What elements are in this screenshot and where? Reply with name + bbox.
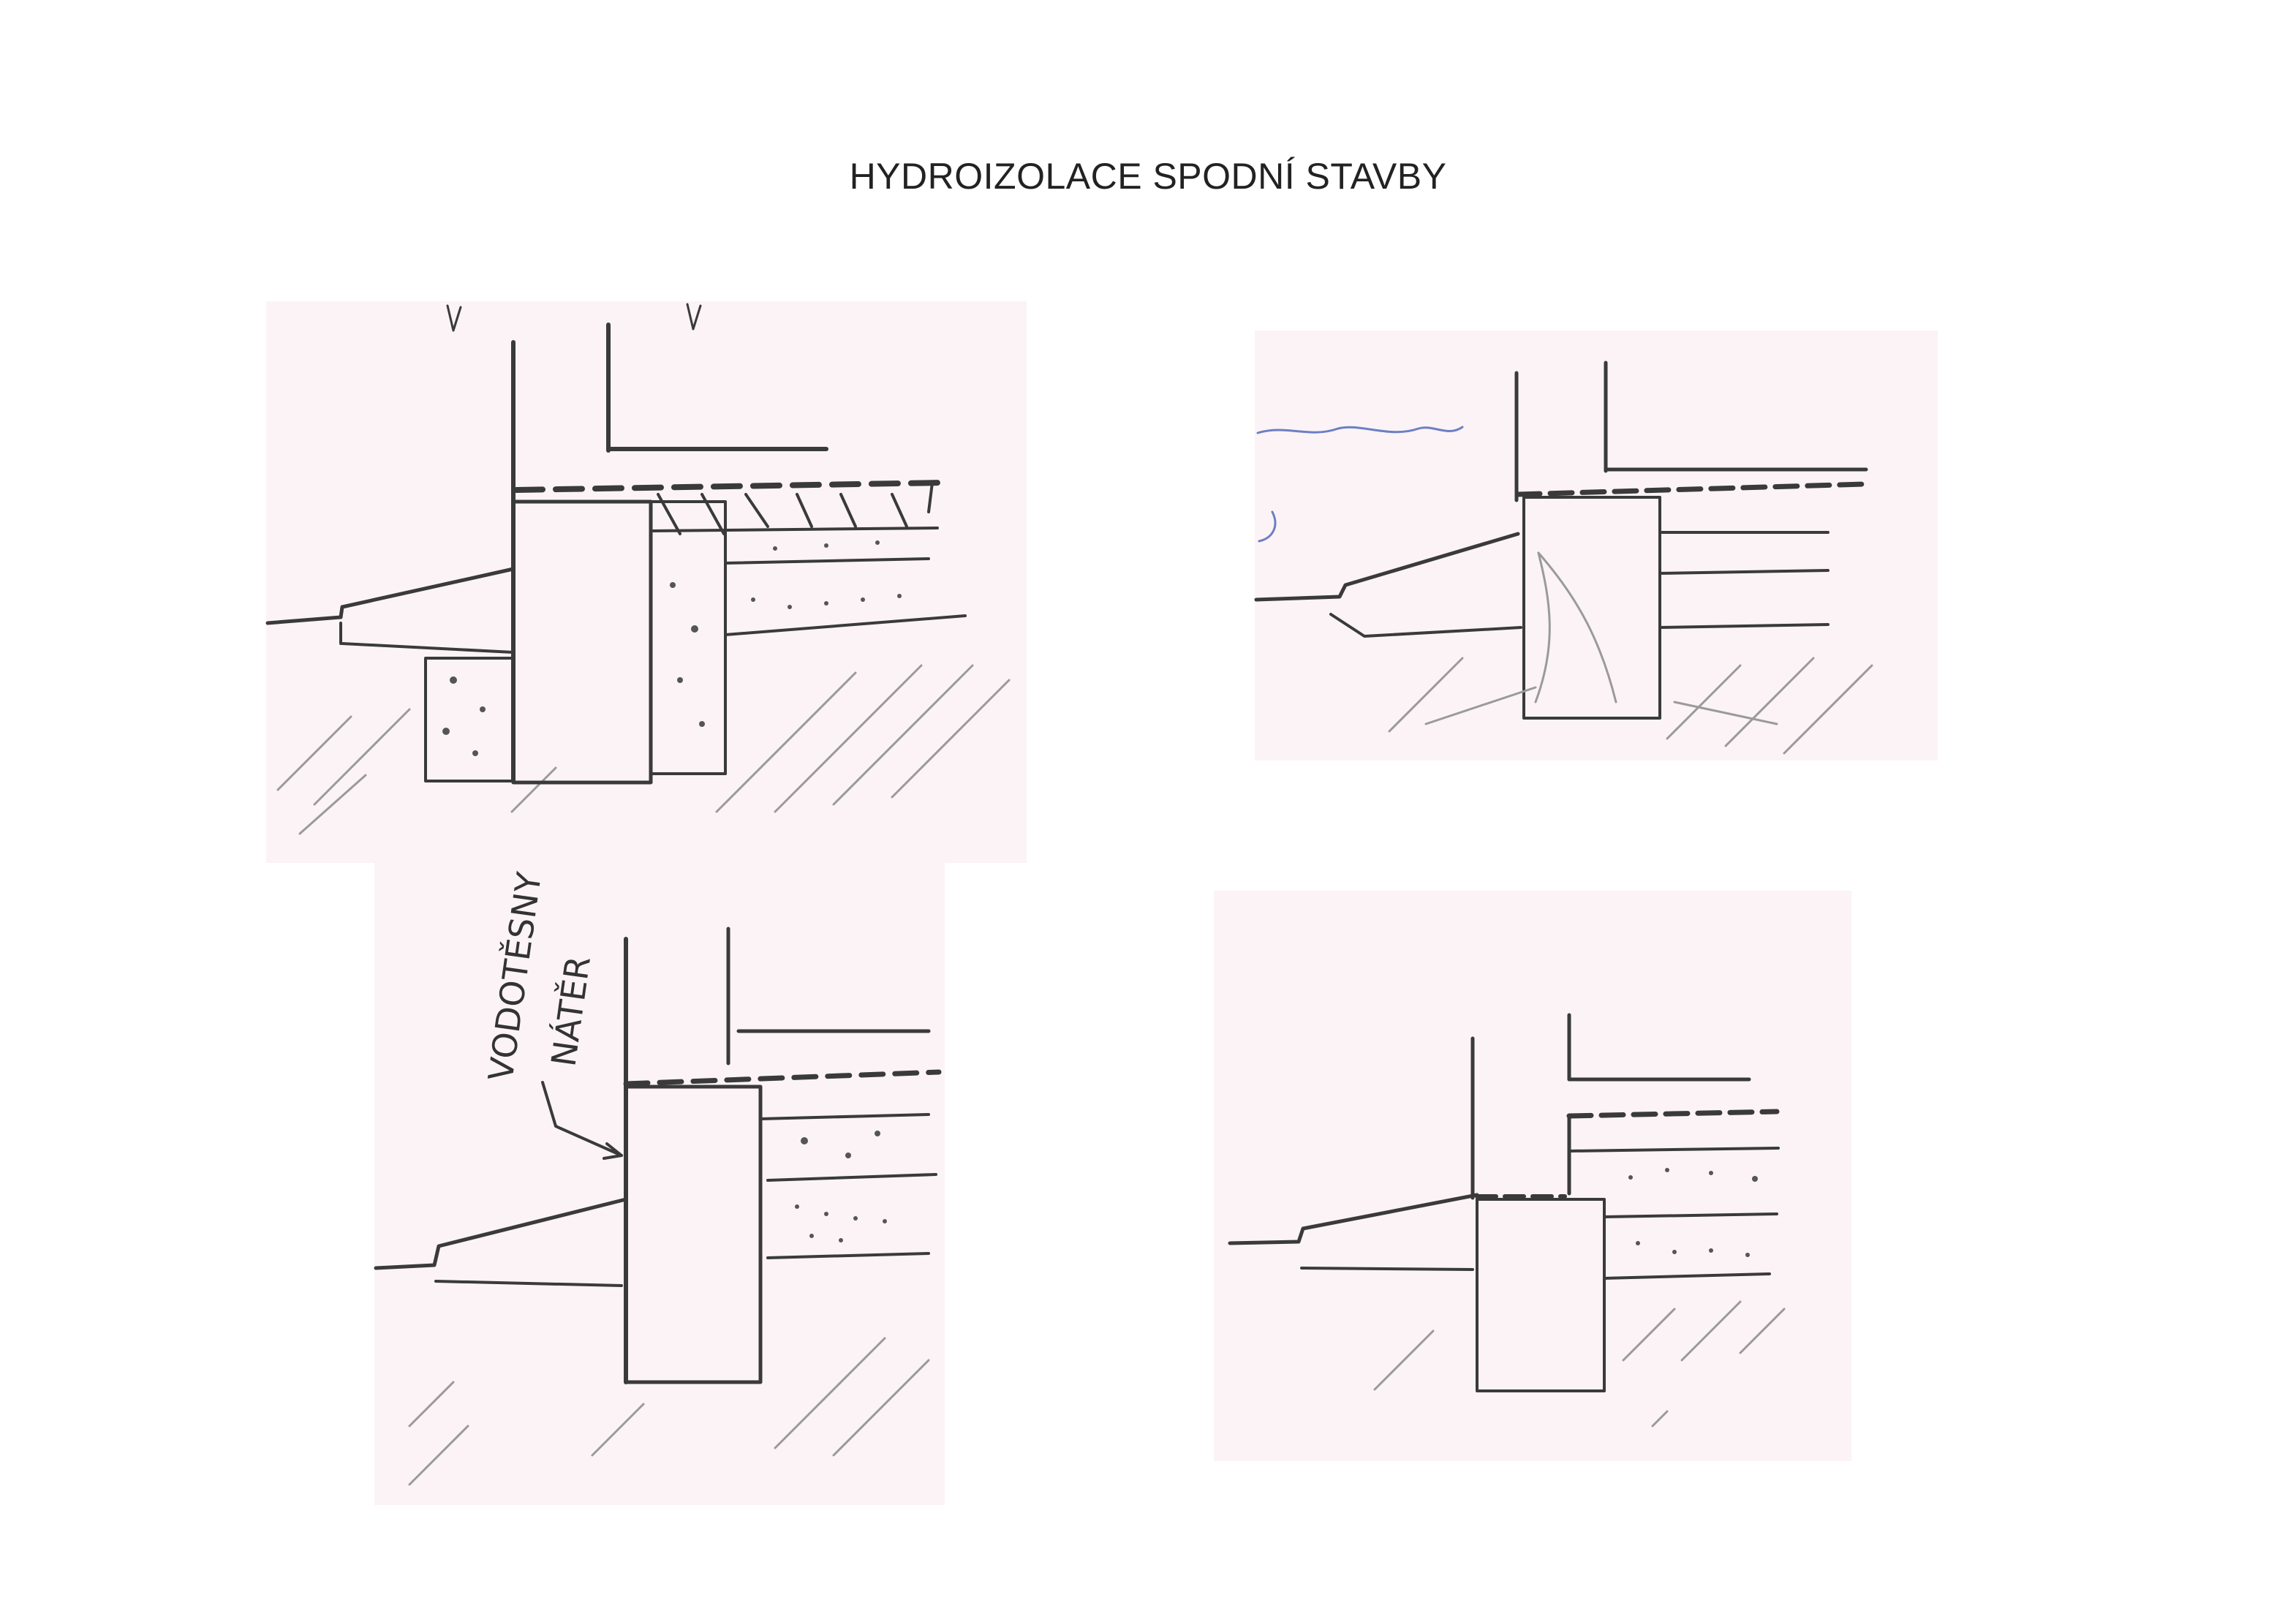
- sketch-bottom-left: VODOTĚSNY NÁTĚR: [374, 870, 942, 1486]
- annotation-label-line1: VODOTĚSNY: [480, 870, 549, 1084]
- ground-hatch: [276, 664, 1011, 835]
- ground-hatch: [1373, 1300, 1786, 1427]
- sketch-panel-bottom-left: [374, 863, 945, 1505]
- gravel-dots: [442, 540, 902, 756]
- sketch-bottom-right: [1228, 1013, 1786, 1427]
- gravel-dots: [1628, 1168, 1758, 1257]
- ground-hatch: [1388, 657, 1873, 755]
- sketch-top-right: [1254, 361, 1873, 755]
- ground-hatch: [408, 1337, 930, 1486]
- sketch-panel-top-right: [1255, 331, 1938, 761]
- sketch-top-left: [265, 303, 1011, 835]
- page-title: HYDROIZOLACE SPODNÍ STAVBY: [849, 156, 1447, 197]
- gravel-dots: [795, 1131, 887, 1242]
- sketch-panel-bottom-right: [1214, 891, 1851, 1461]
- sketch-panel-top-left: [266, 301, 1027, 863]
- annotation-label-line2: NÁTĚR: [543, 954, 598, 1068]
